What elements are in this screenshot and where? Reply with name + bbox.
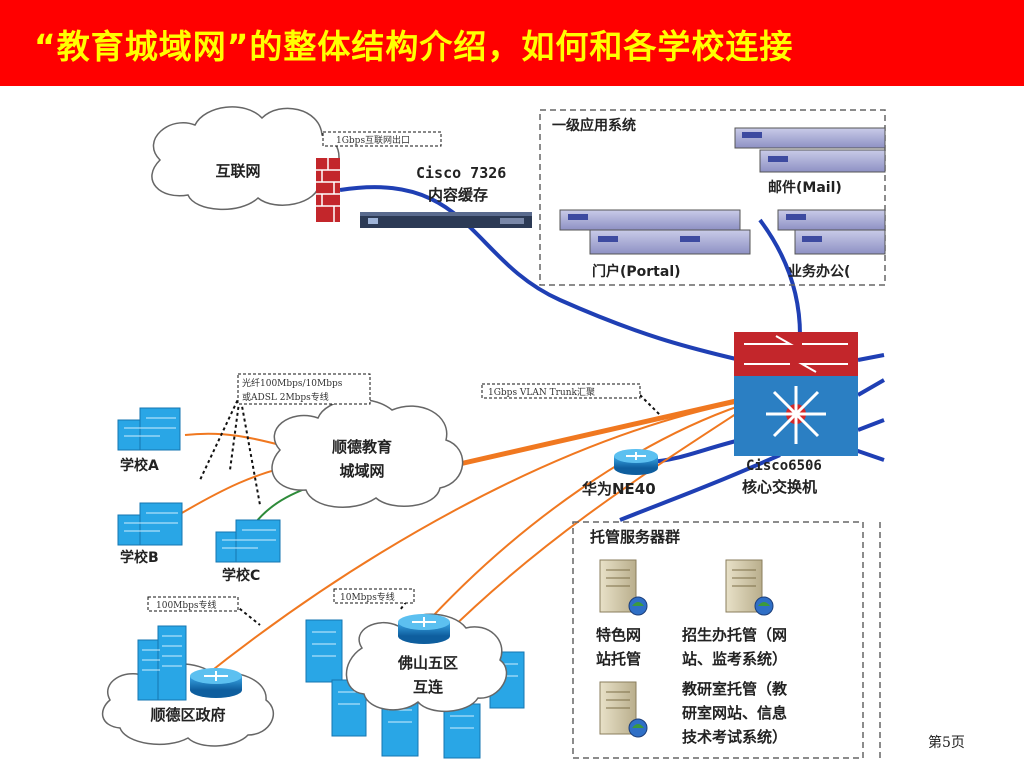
hosting-item3-line1: 教研室托管（教 <box>681 680 788 698</box>
gov-note: 100Mbps专线 <box>156 599 217 611</box>
school-b-label: 学校B <box>120 549 159 566</box>
office-server-icon <box>777 209 886 255</box>
link-firewall-core <box>339 185 741 362</box>
school-a-icon <box>117 407 181 451</box>
ne40-label: 华为NE40 <box>582 480 656 498</box>
hosting-item1-line1: 特色网 <box>596 626 641 644</box>
app-group-box <box>539 109 886 286</box>
link-core-right2 <box>857 378 885 397</box>
firewall-note-box <box>322 131 442 147</box>
school-c-icon <box>215 519 281 563</box>
core-switch-label-1: Cisco6506 <box>746 458 822 474</box>
foshan-buildings <box>305 619 525 759</box>
link-core-router <box>649 438 741 464</box>
gov-building-icon <box>137 625 187 701</box>
link-metro-core <box>454 397 741 468</box>
vlan-note: 1Gbps VLAN Trunk汇聚 <box>488 387 595 398</box>
foshan-note-box <box>333 588 415 604</box>
metro-cloud-label-2: 城域网 <box>339 462 384 480</box>
hosting-group-box <box>572 521 864 759</box>
school-b-icon <box>117 502 183 546</box>
fiber-note-box <box>237 373 371 405</box>
slide-title: “教育城域网”的整体结构介绍，如何和各学校连接 <box>34 27 794 66</box>
cache-device-label-1: Cisco 7326 <box>416 164 506 182</box>
link-foshan-core2 <box>439 409 743 641</box>
metro-cloud: 顺德教育 城域网 <box>271 398 464 509</box>
firewall-icon <box>316 158 340 222</box>
internet-cloud: 互联网 <box>151 106 340 210</box>
foshan-note: 10Mbps专线 <box>340 591 395 603</box>
link-foshan-core <box>419 404 743 631</box>
server-icon <box>599 681 648 738</box>
gov-note-box <box>147 596 239 612</box>
hosting-item3-line3: 技术考试系统） <box>682 728 787 746</box>
cache-device-icon <box>360 212 532 228</box>
fiber-note-line-2: 或ADSL 2Mbps专线 <box>242 391 329 403</box>
core-switch-icon <box>734 332 858 456</box>
office-label: 业务办公( <box>788 263 850 280</box>
firewall-note: 1Gbps互联网出口 <box>336 134 410 146</box>
hosting-group-title: 托管服务器群 <box>590 528 680 546</box>
app-group-title: 一级应用系统 <box>552 117 636 134</box>
fiber-note-line-1: 光纤100Mbps/10Mbps <box>242 377 343 389</box>
mail-server-icon <box>734 127 886 173</box>
foshan-label-2: 互连 <box>413 678 444 696</box>
internet-label: 互联网 <box>215 162 260 180</box>
foshan-label-1: 佛山五区 <box>397 654 458 672</box>
hosting-item2-line2: 站、监考系统） <box>682 650 787 668</box>
link-core-right1 <box>857 353 885 362</box>
ne40-router-icon <box>614 449 658 475</box>
hosting-item2-line1: 招生办托管（网 <box>682 626 787 644</box>
mail-label: 邮件(Mail) <box>768 179 842 196</box>
link-gov-core <box>199 401 741 681</box>
portal-label: 门户(Portal) <box>592 263 681 280</box>
vlan-note-box <box>481 383 641 399</box>
cache-device-label-2: 内容缓存 <box>428 186 488 204</box>
gov-router-icon <box>190 668 242 698</box>
school-a-label: 学校A <box>120 457 159 474</box>
foshan-router-icon <box>398 614 450 644</box>
core-switch-label-2: 核心交换机 <box>742 478 817 496</box>
link-core-hosting <box>619 453 781 522</box>
hosting-item1-line2: 站托管 <box>596 650 641 668</box>
hosting-item3-line2: 研室网站、信息 <box>682 704 787 722</box>
gov-cloud <box>101 663 275 747</box>
link-apps-core <box>758 218 802 336</box>
gov-label: 顺德区政府 <box>150 706 225 724</box>
server-icon <box>725 559 774 616</box>
link-core-right4 <box>854 448 885 462</box>
portal-server-icon <box>559 209 751 255</box>
school-c-label: 学校C <box>222 567 260 584</box>
server-icon <box>599 559 648 616</box>
title-bar: “教育城域网”的整体结构介绍，如何和各学校连接 <box>0 0 1024 86</box>
page-number: 第5页 <box>928 735 965 751</box>
link-core-right3 <box>857 418 885 432</box>
metro-cloud-label-1: 顺德教育 <box>332 438 392 456</box>
